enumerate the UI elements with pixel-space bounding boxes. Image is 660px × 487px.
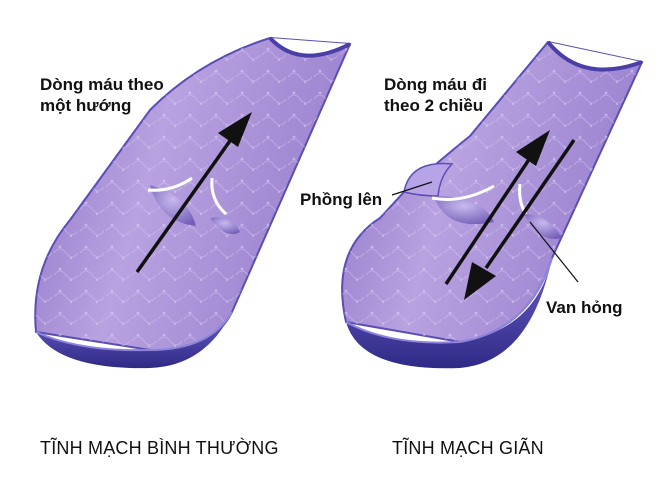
varicose-vein-top-opening — [546, 40, 643, 72]
normal-vein-caption: TĨNH MẠCH BÌNH THƯỜNG — [40, 438, 279, 458]
normal-vein-bottom-wall — [36, 312, 232, 369]
normal-flow-label-line2: một hướng — [40, 96, 132, 115]
varicose-flow-arrowhead-up — [516, 130, 550, 166]
valve-label: Van hỏng — [546, 298, 623, 317]
varicose-valve-leaflet-left — [431, 184, 495, 201]
varicose-vein-bottom-wall — [346, 258, 552, 369]
bulge-leader-line — [391, 181, 433, 196]
varicose-vein-caption: TĨNH MẠCH GIÃN — [392, 438, 544, 458]
varicose-flow-label: Dòng máu đi theo 2 chiều — [384, 74, 487, 116]
normal-vein — [34, 36, 352, 369]
varicose-flow-label-line2: theo 2 chiều — [384, 96, 484, 115]
varicose-vein — [341, 40, 644, 369]
bulge-label: Phồng lên — [300, 190, 383, 209]
normal-valve-leaflet-left — [147, 176, 193, 192]
normal-flow-arrow — [135, 136, 234, 274]
normal-valve-left-cup — [150, 185, 196, 226]
normal-flow-arrowhead — [218, 112, 252, 147]
normal-vein-top-opening — [268, 36, 351, 58]
valve-leader-line — [529, 221, 579, 283]
normal-flow-label: Dòng máu theo một hướng — [40, 74, 164, 116]
varicose-flow-arrowhead-down — [464, 262, 496, 300]
varicose-valve-right-cup — [524, 214, 562, 239]
normal-valve-leaflet-right — [210, 177, 228, 216]
varicose-flow-arrow-up — [444, 157, 532, 285]
varicose-bulge — [403, 162, 454, 197]
normal-flow-label-line1: Dòng máu theo — [40, 75, 164, 94]
varicose-valve-left-cup — [434, 196, 494, 225]
normal-valve-right-cup — [210, 217, 240, 235]
varicose-flow-label-line1: Dòng máu đi — [384, 75, 487, 94]
varicose-flow-arrow-down — [484, 139, 576, 269]
